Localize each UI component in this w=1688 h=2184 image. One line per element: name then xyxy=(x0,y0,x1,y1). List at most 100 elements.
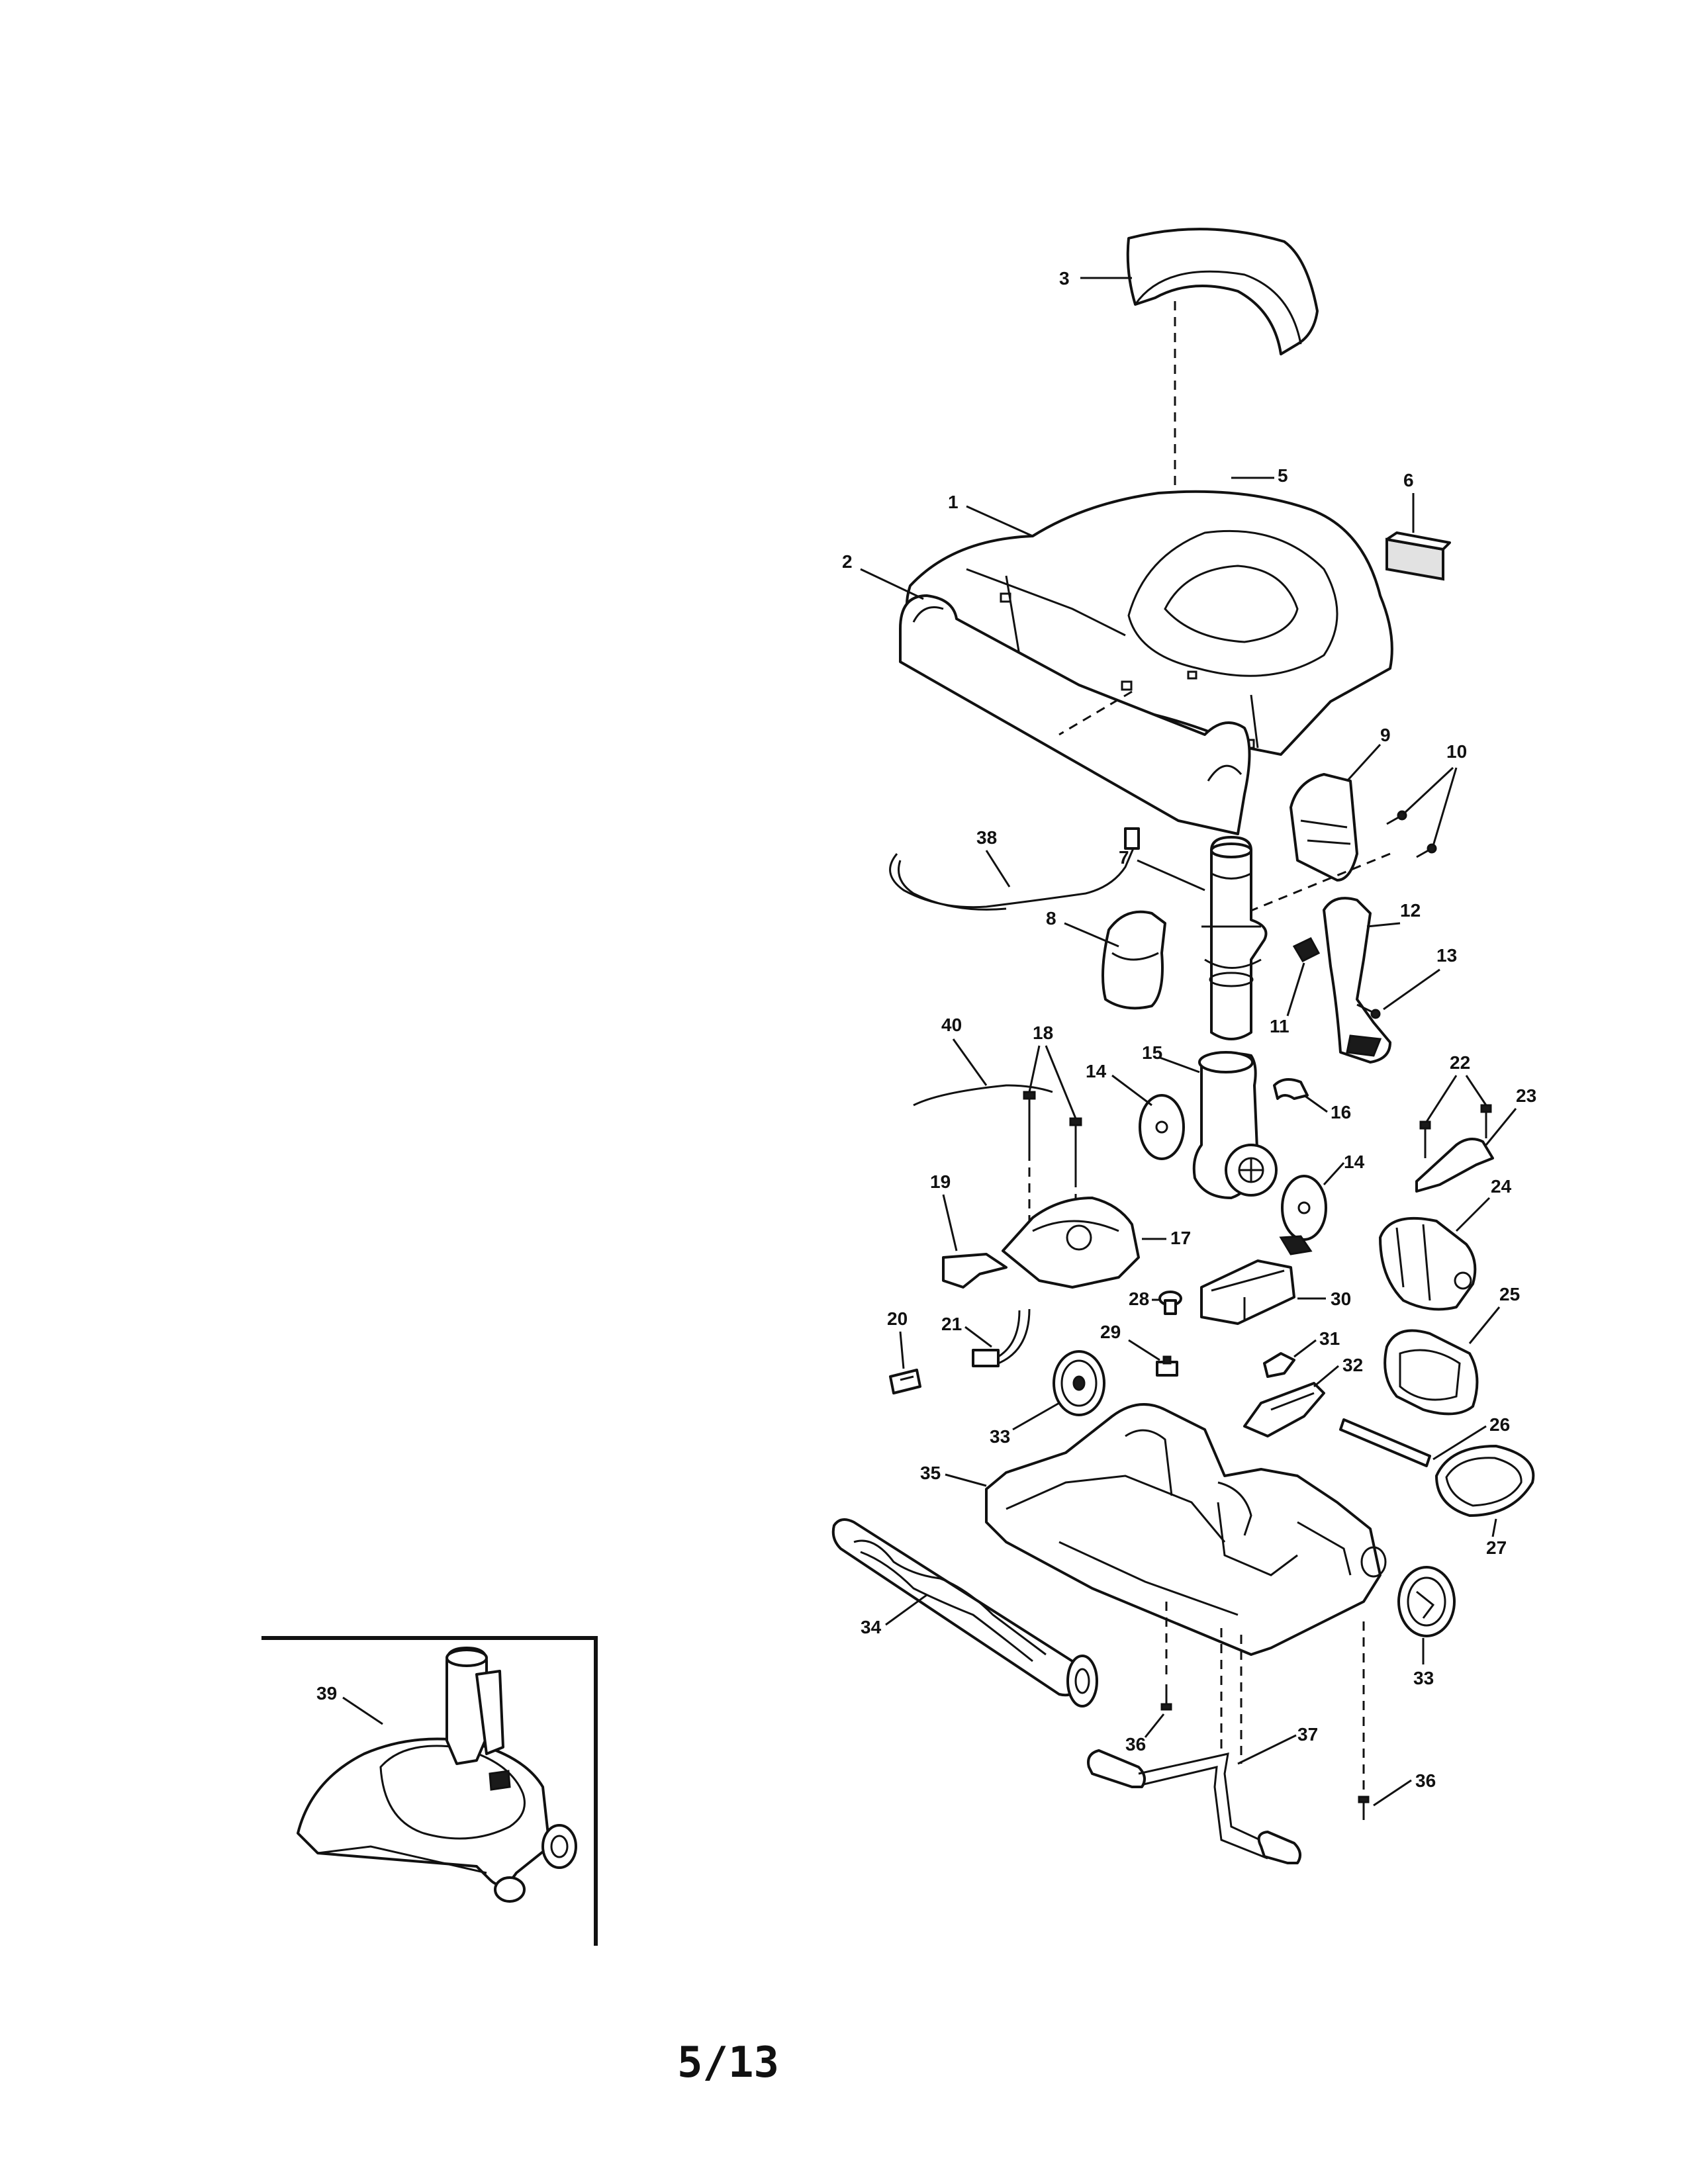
part-27-loop-belt xyxy=(1435,1445,1535,1517)
callout-9: 9 xyxy=(1380,725,1391,745)
part-29-switch xyxy=(1156,1355,1178,1377)
callout-32: 32 xyxy=(1342,1355,1363,1375)
leader-16 xyxy=(1303,1094,1328,1113)
callout-18: 18 xyxy=(1033,1023,1053,1043)
part-10-screws xyxy=(1386,810,1437,858)
callout-39: 39 xyxy=(316,1683,337,1704)
callout-30: 30 xyxy=(1331,1289,1351,1309)
leader-34 xyxy=(885,1594,927,1626)
leader-18b xyxy=(1045,1045,1077,1119)
part-31-latch xyxy=(1263,1352,1295,1378)
leader-2 xyxy=(860,568,924,600)
leader-26 xyxy=(1432,1425,1487,1461)
callout-7: 7 xyxy=(1119,847,1129,868)
part-26-flat-belt xyxy=(1339,1418,1431,1467)
part-14-washer-lower xyxy=(1281,1175,1327,1241)
part-40-wire xyxy=(913,1084,1053,1107)
leader-23 xyxy=(1485,1108,1517,1146)
leader-25 xyxy=(1468,1306,1501,1344)
leader-8 xyxy=(1064,922,1119,948)
part-3-cover xyxy=(1126,228,1319,355)
leader-20 xyxy=(899,1331,905,1369)
leader-10a xyxy=(1402,766,1454,815)
callout-13: 13 xyxy=(1436,945,1457,966)
callout-36b: 36 xyxy=(1415,1770,1436,1791)
leader-12 xyxy=(1366,922,1401,928)
part-18-screws xyxy=(1023,1091,1082,1178)
part-14-washer-upper xyxy=(1139,1094,1185,1160)
leader-38 xyxy=(985,850,1011,887)
callout-21: 21 xyxy=(941,1314,962,1334)
part-33-wheel-left xyxy=(1053,1350,1105,1416)
callout-10: 10 xyxy=(1446,741,1467,762)
leader-24 xyxy=(1455,1197,1491,1232)
leader-11 xyxy=(1286,962,1305,1017)
callout-8: 8 xyxy=(1046,908,1056,929)
part-8-swivel xyxy=(1102,910,1166,1010)
part-6-filter xyxy=(1385,531,1451,581)
part-28-button xyxy=(1158,1291,1182,1315)
callout-26: 26 xyxy=(1489,1414,1510,1435)
callout-35: 35 xyxy=(920,1463,941,1483)
callout-28: 28 xyxy=(1129,1289,1149,1309)
part-36-screw-right xyxy=(1358,1796,1370,1820)
leader-14a xyxy=(1111,1074,1152,1107)
callout-40: 40 xyxy=(941,1015,962,1035)
leader-14b xyxy=(1323,1161,1345,1186)
part-25-belt-guard xyxy=(1383,1329,1479,1416)
callout-19: 19 xyxy=(930,1171,951,1192)
assembly-line-2 xyxy=(1058,690,1133,736)
leader-21 xyxy=(964,1326,992,1348)
part-22-screws xyxy=(1419,1104,1492,1158)
callout-2: 2 xyxy=(842,551,853,572)
leader-36a xyxy=(1144,1713,1165,1738)
leader-32 xyxy=(1313,1365,1339,1388)
part-23-bracket xyxy=(1415,1138,1494,1193)
part-15-elbow xyxy=(1192,1051,1278,1199)
leader-36b xyxy=(1373,1779,1412,1807)
callout-12: 12 xyxy=(1400,900,1421,921)
callout-14a: 14 xyxy=(1086,1061,1107,1081)
callout-24: 24 xyxy=(1491,1176,1512,1197)
leader-19 xyxy=(942,1194,958,1251)
leader-29 xyxy=(1128,1339,1160,1361)
leader-35 xyxy=(945,1473,987,1487)
callout-31: 31 xyxy=(1319,1328,1340,1349)
callout-29: 29 xyxy=(1100,1322,1121,1342)
part-34-brushroll xyxy=(831,1518,1098,1707)
leader-40 xyxy=(952,1038,988,1086)
leader-18a xyxy=(1028,1045,1041,1093)
callout-15: 15 xyxy=(1142,1042,1162,1063)
callout-33b: 33 xyxy=(1413,1668,1434,1688)
part-7-neck xyxy=(1201,836,1268,1040)
callout-27: 27 xyxy=(1486,1537,1507,1558)
part-35-base-pan xyxy=(985,1403,1387,1656)
callout-14b: 14 xyxy=(1344,1152,1365,1172)
part-20-connector xyxy=(889,1369,921,1394)
leader-22b xyxy=(1465,1075,1487,1106)
part-9-bracket xyxy=(1289,773,1358,882)
part-39-assembled-nozzle xyxy=(297,1647,577,1903)
callout-36a: 36 xyxy=(1125,1734,1146,1754)
leader-7 xyxy=(1137,859,1205,891)
callout-38: 38 xyxy=(976,827,997,848)
part-24-motor xyxy=(1379,1216,1477,1311)
leader-39 xyxy=(342,1696,383,1725)
leader-27 xyxy=(1491,1518,1497,1537)
callout-25: 25 xyxy=(1499,1284,1520,1304)
leader-10b xyxy=(1432,767,1458,846)
leader-31 xyxy=(1293,1339,1317,1358)
part-2-bumper xyxy=(899,594,1251,835)
inset-frame xyxy=(261,1636,598,1946)
part-32-lever xyxy=(1243,1382,1325,1437)
callout-1: 1 xyxy=(948,492,959,512)
assembly-line-10 xyxy=(1244,852,1391,915)
part-12-pedal xyxy=(1323,897,1391,1064)
callout-23: 23 xyxy=(1516,1085,1536,1106)
leader-15 xyxy=(1159,1056,1200,1073)
leader-1 xyxy=(966,505,1033,537)
callout-20: 20 xyxy=(887,1308,908,1329)
leader-33a xyxy=(1012,1402,1060,1431)
part-13-screw xyxy=(1356,1003,1381,1019)
